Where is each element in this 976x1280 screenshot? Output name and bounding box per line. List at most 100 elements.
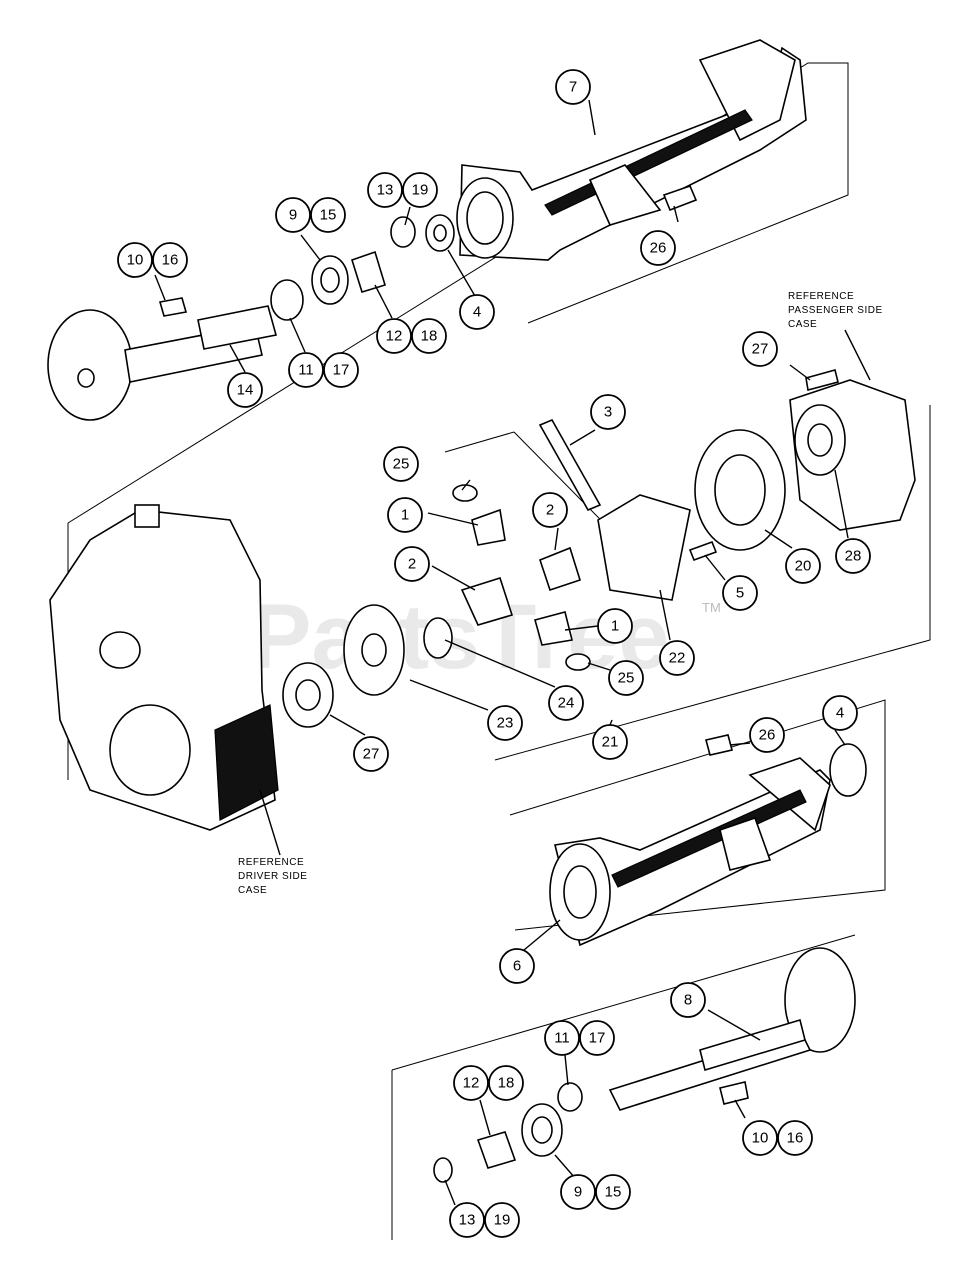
svg-text:15: 15 (605, 1184, 622, 1201)
callout-13[interactable]: 13 (449, 1202, 485, 1238)
callout-10[interactable]: 10 (117, 242, 153, 278)
svg-text:9: 9 (289, 207, 297, 224)
svg-text:1: 1 (611, 618, 619, 635)
callout-25[interactable]: 25 (383, 446, 419, 482)
axle-shaft-lower (433, 947, 856, 1183)
callout-18[interactable]: 18 (488, 1065, 524, 1101)
svg-text:17: 17 (589, 1030, 606, 1047)
svg-text:4: 4 (473, 304, 481, 321)
callout-26[interactable]: 26 (640, 230, 676, 266)
callout-14[interactable]: 14 (227, 372, 263, 408)
svg-text:2: 2 (408, 556, 416, 573)
svg-text:17: 17 (333, 362, 350, 379)
callout-17[interactable]: 17 (323, 352, 359, 388)
callout-9[interactable]: 9 (560, 1174, 596, 1210)
upper-hardware (270, 185, 698, 321)
callout-18[interactable]: 18 (411, 318, 447, 354)
callout-9[interactable]: 9 (275, 197, 311, 233)
callout-6[interactable]: 6 (499, 948, 535, 984)
svg-text:CASE: CASE (238, 885, 267, 896)
svg-text:REFERENCE: REFERENCE (788, 291, 854, 302)
callout-16[interactable]: 16 (777, 1120, 813, 1156)
svg-text:13: 13 (459, 1212, 476, 1229)
callout-16[interactable]: 16 (152, 242, 188, 278)
callouts: 7 13 19 9 15 10 16 26 4 12 18 14 11 17 2… (117, 69, 871, 1238)
callout-22[interactable]: 22 (659, 640, 695, 676)
svg-text:10: 10 (752, 1130, 769, 1147)
callout-26[interactable]: 26 (749, 717, 785, 753)
svg-text:21: 21 (602, 734, 619, 751)
svg-text:5: 5 (736, 585, 744, 602)
svg-text:12: 12 (463, 1075, 480, 1092)
callout-28[interactable]: 28 (835, 538, 871, 574)
svg-text:14: 14 (237, 382, 254, 399)
axle-shaft-upper (47, 297, 278, 421)
callout-21[interactable]: 21 (592, 724, 628, 760)
svg-text:25: 25 (618, 670, 635, 687)
callout-19[interactable]: 19 (402, 172, 438, 208)
svg-text:26: 26 (759, 727, 776, 744)
svg-text:4: 4 (836, 705, 844, 722)
callout-1[interactable]: 1 (387, 497, 423, 533)
callout-4[interactable]: 4 (822, 695, 858, 731)
svg-text:20: 20 (795, 558, 812, 575)
callout-8[interactable]: 8 (670, 982, 706, 1018)
callout-27[interactable]: 27 (353, 736, 389, 772)
svg-text:7: 7 (569, 79, 577, 96)
callout-15[interactable]: 15 (595, 1174, 631, 1210)
axle-tube-upper (456, 39, 807, 261)
callout-12[interactable]: 12 (453, 1065, 489, 1101)
svg-text:15: 15 (320, 207, 337, 224)
svg-text:CASE: CASE (788, 319, 817, 330)
svg-text:6: 6 (513, 958, 521, 975)
svg-text:12: 12 (386, 328, 403, 345)
svg-text:9: 9 (574, 1184, 582, 1201)
svg-text:PASSENGER SIDE: PASSENGER SIDE (788, 305, 883, 316)
svg-text:19: 19 (412, 182, 429, 199)
callout-10[interactable]: 10 (742, 1120, 778, 1156)
callout-11[interactable]: 11 (544, 1020, 580, 1056)
callout-11[interactable]: 11 (288, 352, 324, 388)
svg-text:27: 27 (363, 746, 380, 763)
svg-text:16: 16 (787, 1130, 804, 1147)
svg-text:13: 13 (377, 182, 394, 199)
leader-lines (154, 99, 871, 1206)
callout-25[interactable]: 25 (608, 660, 644, 696)
svg-text:REFERENCE: REFERENCE (238, 857, 304, 868)
callout-20[interactable]: 20 (785, 548, 821, 584)
callout-7[interactable]: 7 (555, 69, 591, 105)
svg-text:DRIVER SIDE: DRIVER SIDE (238, 871, 307, 882)
callout-1[interactable]: 1 (597, 608, 633, 644)
svg-text:23: 23 (497, 715, 514, 732)
reference-passenger-side: REFERENCE PASSENGER SIDE CASE (788, 291, 883, 330)
callout-2[interactable]: 2 (394, 546, 430, 582)
svg-text:8: 8 (684, 992, 692, 1009)
callout-2[interactable]: 2 (532, 492, 568, 528)
svg-text:3: 3 (604, 404, 612, 421)
watermark-tm: TM (702, 600, 721, 615)
callout-19[interactable]: 19 (484, 1202, 520, 1238)
axle-tube-lower (549, 734, 867, 947)
passenger-side-case (789, 369, 916, 531)
differential-parts (282, 418, 786, 728)
callout-27[interactable]: 27 (742, 331, 778, 367)
callout-13[interactable]: 13 (367, 172, 403, 208)
callout-5[interactable]: 5 (722, 575, 758, 611)
svg-text:25: 25 (393, 456, 410, 473)
callout-4[interactable]: 4 (459, 294, 495, 330)
svg-text:28: 28 (845, 548, 862, 565)
callout-17[interactable]: 17 (579, 1020, 615, 1056)
reference-driver-side: REFERENCE DRIVER SIDE CASE (238, 857, 307, 896)
svg-text:18: 18 (498, 1075, 515, 1092)
callout-3[interactable]: 3 (590, 394, 626, 430)
callout-24[interactable]: 24 (548, 685, 584, 721)
svg-text:16: 16 (162, 252, 179, 269)
callout-12[interactable]: 12 (376, 318, 412, 354)
svg-text:26: 26 (650, 240, 667, 257)
driver-side-case (49, 504, 279, 831)
callout-15[interactable]: 15 (310, 197, 346, 233)
callout-23[interactable]: 23 (487, 705, 523, 741)
svg-text:22: 22 (669, 650, 686, 667)
svg-text:1: 1 (401, 507, 409, 524)
